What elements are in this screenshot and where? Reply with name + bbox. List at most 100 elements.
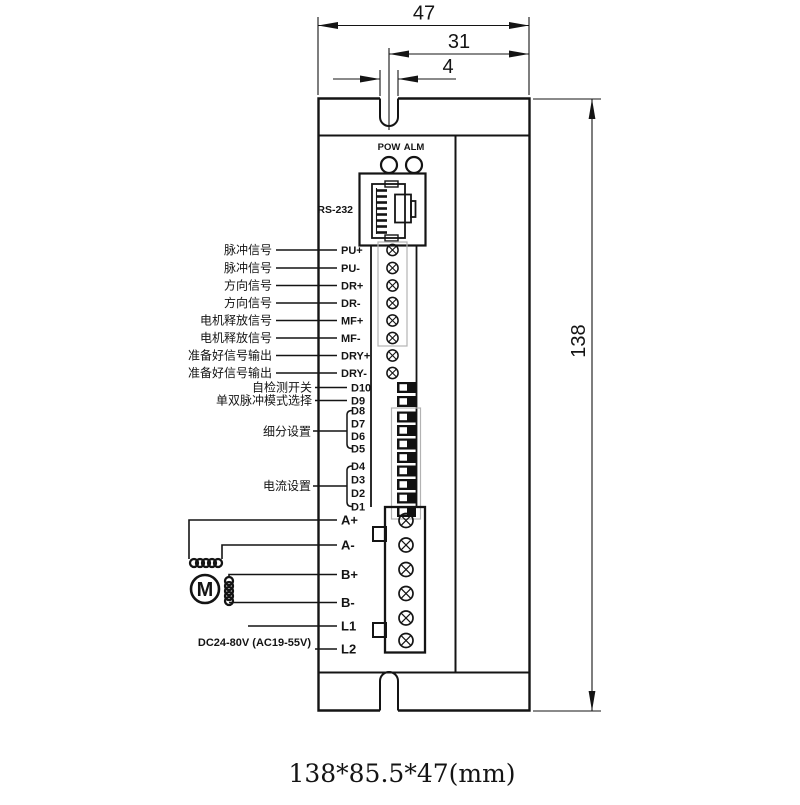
arrowhead-icon bbox=[509, 50, 529, 58]
signal-label: 脉冲信号 bbox=[224, 260, 272, 275]
dip-switch bbox=[397, 506, 416, 517]
pin-label: D1 bbox=[351, 502, 365, 514]
dip-switches bbox=[397, 382, 416, 517]
pow-led-label: POW bbox=[378, 142, 401, 153]
rs232-label: RS-232 bbox=[317, 204, 353, 216]
dip-switch bbox=[397, 452, 416, 463]
dip-annotations: 自检测开关 D10 单双脉冲模式选择 D9 细分设置 D8 D7 D6 D5 电… bbox=[216, 380, 371, 514]
pin-label: D5 bbox=[351, 444, 365, 456]
signal-connector-frame bbox=[377, 241, 408, 347]
screw-terminal-icon bbox=[398, 512, 414, 529]
group-label: 电流设置 bbox=[263, 479, 311, 493]
screw-terminal-icon bbox=[386, 349, 399, 362]
signal-label: 准备好信号输出 bbox=[188, 365, 272, 380]
motor-label: M bbox=[197, 579, 214, 601]
dim-height-value: 138 bbox=[568, 324, 590, 357]
screw-terminal-icon bbox=[386, 296, 399, 310]
rs232-port: RS-232 bbox=[317, 172, 427, 247]
screw-terminal-icons bbox=[386, 243, 399, 380]
coil-a-icon bbox=[188, 557, 224, 569]
signal-label: 电机释放信号 bbox=[200, 330, 272, 345]
signal-label: 方向信号 bbox=[224, 278, 272, 293]
arrowhead-icon bbox=[389, 50, 409, 58]
rs232-port-frame bbox=[358, 172, 427, 247]
signal-label: 脉冲信号 bbox=[224, 242, 272, 257]
dip-switch bbox=[397, 438, 416, 450]
screw-terminal-icon bbox=[398, 585, 414, 602]
pin-label: D4 bbox=[351, 461, 366, 473]
group-bracket bbox=[346, 465, 353, 508]
screw-terminal-icon bbox=[386, 243, 399, 257]
pin-label: D8 bbox=[351, 406, 365, 418]
power-connector-frame bbox=[383, 505, 427, 654]
wire-a-minus bbox=[221, 544, 337, 559]
driver-body bbox=[317, 97, 531, 712]
arrowhead-icon bbox=[318, 22, 338, 29]
group-label: 细分设置 bbox=[263, 425, 311, 439]
screw-terminal-icon bbox=[386, 331, 399, 345]
dip-row-label: 单双脉冲模式选择 bbox=[216, 393, 312, 408]
pin-label: A- bbox=[341, 538, 355, 553]
pin-label: PU- bbox=[341, 263, 360, 275]
dim-slot-value: 4 bbox=[442, 56, 453, 78]
group-bracket bbox=[346, 409, 353, 450]
arrowhead-icon bbox=[398, 75, 418, 83]
rj45-notch-top bbox=[384, 180, 399, 188]
pin-label: D7 bbox=[351, 419, 365, 431]
dip-frame bbox=[390, 407, 422, 520]
screw-terminal-icon bbox=[398, 610, 414, 626]
body-outline bbox=[317, 97, 531, 712]
screw-terminal-icon bbox=[398, 561, 414, 578]
power-note: DC24-80V (AC19-55V) bbox=[198, 637, 311, 649]
signal-label: 方向信号 bbox=[224, 295, 272, 310]
dip-switch bbox=[397, 425, 416, 436]
dip-switch bbox=[397, 465, 416, 477]
mounting-slot-top bbox=[379, 98, 399, 127]
pin-label: DR- bbox=[341, 298, 361, 310]
signal-terminal-block bbox=[377, 241, 408, 380]
dip-switch bbox=[397, 479, 416, 490]
power-screws bbox=[398, 512, 414, 649]
screw-terminal-icon bbox=[398, 632, 414, 649]
dimension-47: 47 bbox=[317, 3, 530, 95]
pin-label: MF- bbox=[341, 333, 361, 345]
arrowhead-icon bbox=[588, 691, 596, 711]
rj45-icon bbox=[371, 180, 417, 242]
dip-switch bbox=[397, 411, 416, 423]
dim-width-value: 47 bbox=[413, 3, 435, 25]
pin-label: MF+ bbox=[341, 316, 363, 328]
pin-label: D2 bbox=[351, 488, 365, 500]
screw-terminal-icon bbox=[386, 314, 399, 327]
screw-terminal-icon bbox=[386, 279, 399, 292]
dip-switch-block bbox=[390, 382, 422, 520]
rj45-body bbox=[371, 183, 406, 239]
motor-symbol: M bbox=[189, 573, 221, 605]
coil-b-icon bbox=[223, 575, 235, 607]
pin-label: D9 bbox=[351, 396, 365, 408]
dip-row-label: 自检测开关 bbox=[252, 380, 312, 395]
pin-label: B- bbox=[341, 595, 355, 610]
pin-label: DRY+ bbox=[341, 351, 370, 363]
pin-label: PU+ bbox=[341, 245, 363, 257]
pin-label: B+ bbox=[341, 567, 358, 582]
rj45-latch-tab bbox=[410, 200, 417, 218]
dimension-4: 4 bbox=[333, 56, 456, 96]
dip-switch bbox=[397, 492, 416, 504]
pin-label: L2 bbox=[341, 642, 356, 657]
signal-label: 准备好信号输出 bbox=[188, 348, 272, 363]
arrowhead-icon bbox=[588, 99, 596, 119]
dimension-138: 138 bbox=[533, 98, 601, 712]
screw-terminal-icon bbox=[386, 366, 399, 380]
signal-rows: 脉冲信号 PU+ 脉冲信号 PU- 方向信号 DR+ 方向信号 DR- 电机释放… bbox=[188, 242, 370, 380]
dimension-31: 31 bbox=[388, 31, 529, 130]
rj45-notch-bottom bbox=[384, 234, 399, 242]
pin-label: L1 bbox=[341, 619, 356, 634]
arrowhead-icon bbox=[509, 22, 529, 29]
signal-label: 电机释放信号 bbox=[200, 313, 272, 328]
size-caption: 138*85.5*47(mm) bbox=[288, 759, 515, 788]
power-terminal-block bbox=[372, 505, 427, 654]
dim-offset-value: 31 bbox=[448, 31, 470, 53]
rj45-pins bbox=[376, 189, 387, 234]
alm-led-label: ALM bbox=[404, 142, 425, 153]
